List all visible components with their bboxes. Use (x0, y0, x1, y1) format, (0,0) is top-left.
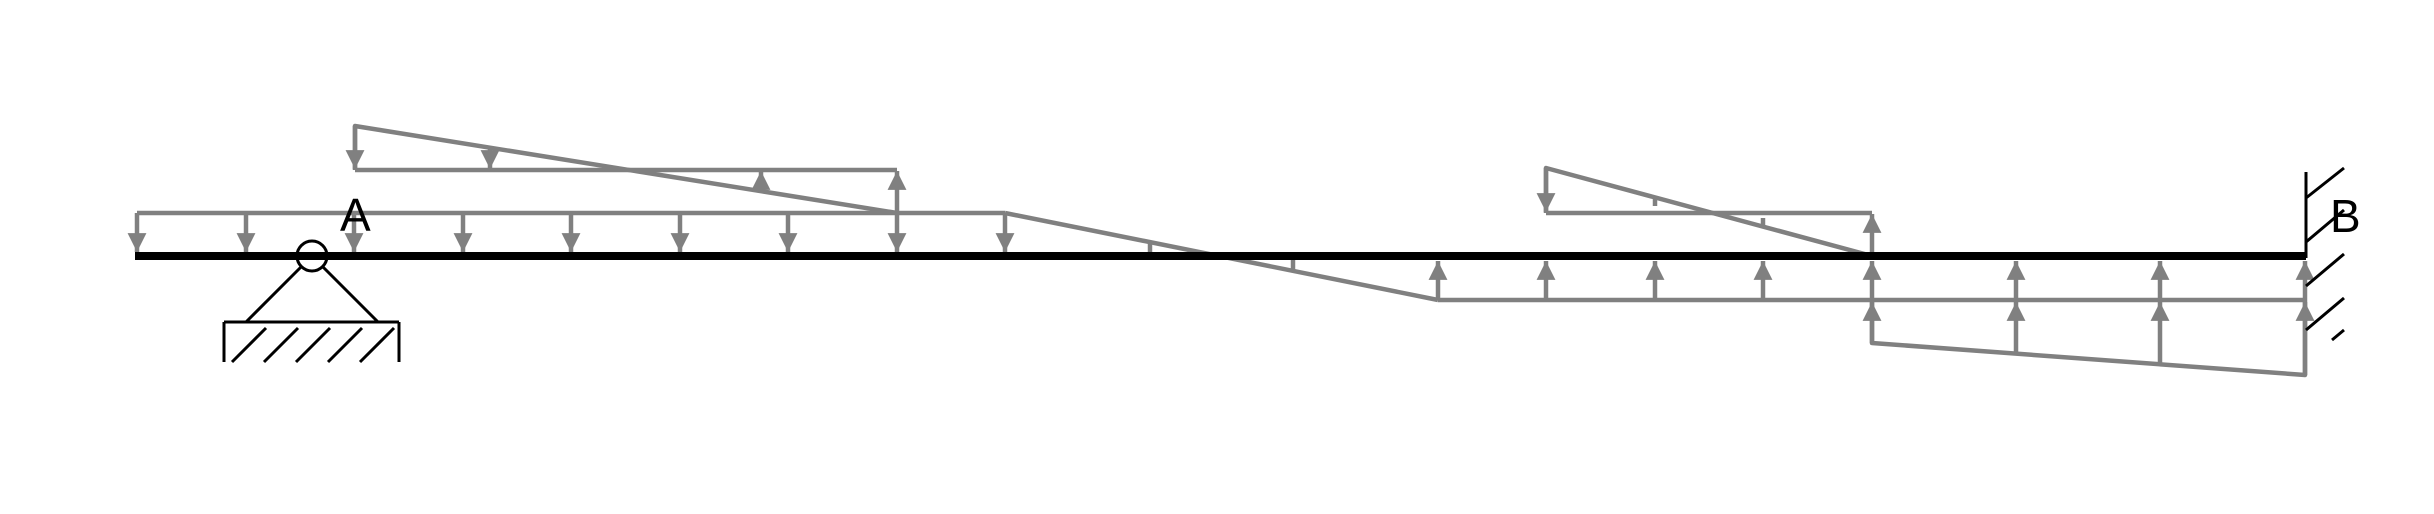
fixed-support-b (2304, 166, 2345, 342)
distributed-load-uniform-up (1428, 261, 2315, 303)
distributed-load-linear-upper-left (345, 123, 907, 216)
support-a-label: A (340, 189, 371, 241)
distributed-load-linear-right-middle (1536, 165, 1882, 259)
support-b-label: B (2330, 190, 2361, 242)
distributed-load-uniform-down (127, 210, 1015, 252)
distributed-load-linear-lower-right (1862, 300, 2315, 378)
pin-support-a (222, 239, 401, 364)
